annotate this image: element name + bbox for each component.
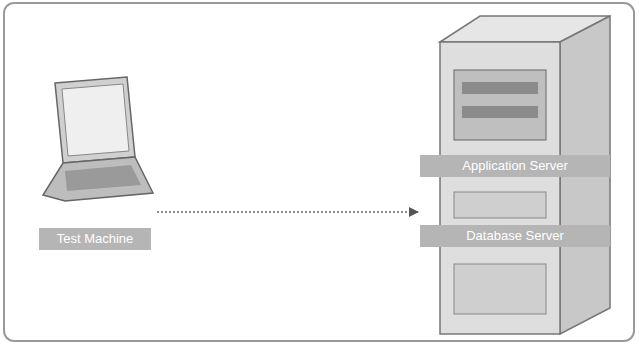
server-node: Application ServerDatabase Server [418,12,614,338]
node-label: Database Server [420,225,610,247]
node-label: Test Machine [39,228,151,250]
laptop-node: Test Machine [35,75,157,255]
node-label: Application Server [420,155,610,177]
connector-arrow [157,211,418,213]
frame-border [4,3,634,341]
